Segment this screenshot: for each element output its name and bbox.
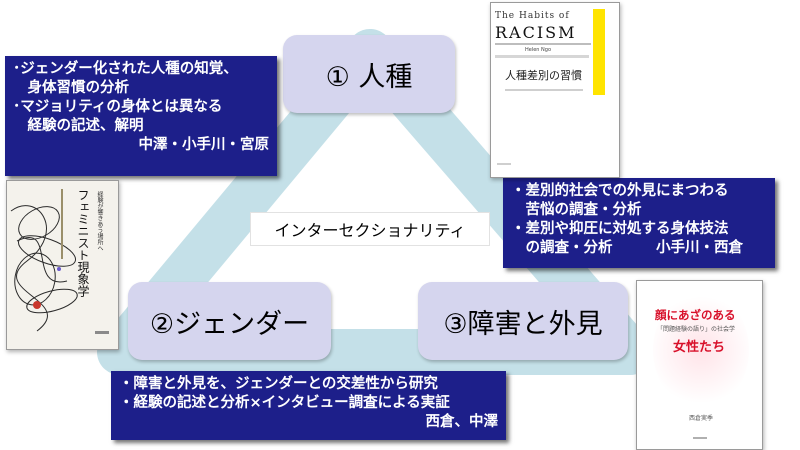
book-jp-title: 人種差別の習慣 [505,69,582,82]
cover-rule [61,189,63,259]
book-cover-feminist-phenomenology: フェミニスト現象学 経験が響きあう場所へ [6,180,119,350]
note-line: ・差別や抑圧に対処する身体技法 [511,221,729,237]
cover-rule [505,89,583,91]
note-line: ・差別的社会での外見にまつわる [511,183,729,199]
gender-research-note: ・障害と外見を、ジェンダーとの交差性から研究 ・経験の記述と分析×インタビュー調… [111,371,506,440]
book-main-title: 女性たち [673,340,726,355]
cover-rule [693,437,707,439]
cover-rule [497,163,511,165]
book-author: Helen Ngo [525,47,552,53]
cover-rule [495,55,589,58]
note-line: ・障害と外見を、ジェンダーとの交差性から研究 [119,376,438,392]
note-line: ・経験の記述と分析×インタビュー調査による実証 [119,395,450,411]
cover-rule [95,331,109,334]
cover-stripe [593,9,605,95]
book-subtitle: 「問題経験の語り」の社会学 [657,326,736,333]
note-line: の調査・分析 小手川・西倉 [511,240,743,256]
note-line: ･マジョリティの身体とは異なる [13,99,223,115]
node-gender: ②ジェンダー [128,282,331,360]
note-line: 経験の記述、解明 [13,118,144,134]
note-line: 身体習慣の分析 [13,80,129,96]
intersectionality-label: インターセクショナリティ [250,212,490,246]
note-line: 苦悩の調査・分析 [511,202,642,218]
book-cover-habits-of-racism: The Habits of RACISM Helen Ngo 人種差別の習慣 [490,2,620,178]
book-title-line1: The Habits of [495,11,570,21]
book-title: 顔にあざのある [655,308,736,322]
book-author: 西倉実季 [689,415,714,422]
book-cover-women-with-facial-birthmarks: 顔にあざのある 「問題経験の語り」の社会学 女性たち 西倉実季 [636,280,763,450]
note-authors: 中澤・小手川・宮原 [138,137,270,153]
book-title: フェミニスト現象学 [76,189,90,297]
node-disability-appearance: ③障害と外見 [418,282,628,360]
race-research-note: ･ジェンダー化された人種の知覚、 身体習慣の分析 ･マジョリティの身体とは異なる… [5,56,277,176]
note-authors: 西倉、中澤 [425,414,499,430]
disability-research-note: ・差別的社会での外見にまつわる 苦悩の調査・分析 ・差別や抑圧に対処する身体技法… [503,178,775,268]
book-subtitle: 経験が響きあう場所へ [96,191,103,251]
cover-line-art [10,205,78,332]
note-line: ･ジェンダー化された人種の知覚、 [13,61,238,77]
cover-glow [653,291,749,409]
book-title-line2: RACISM [495,23,577,42]
node-race: ① 人種 [283,35,455,113]
cover-rule [495,43,591,45]
